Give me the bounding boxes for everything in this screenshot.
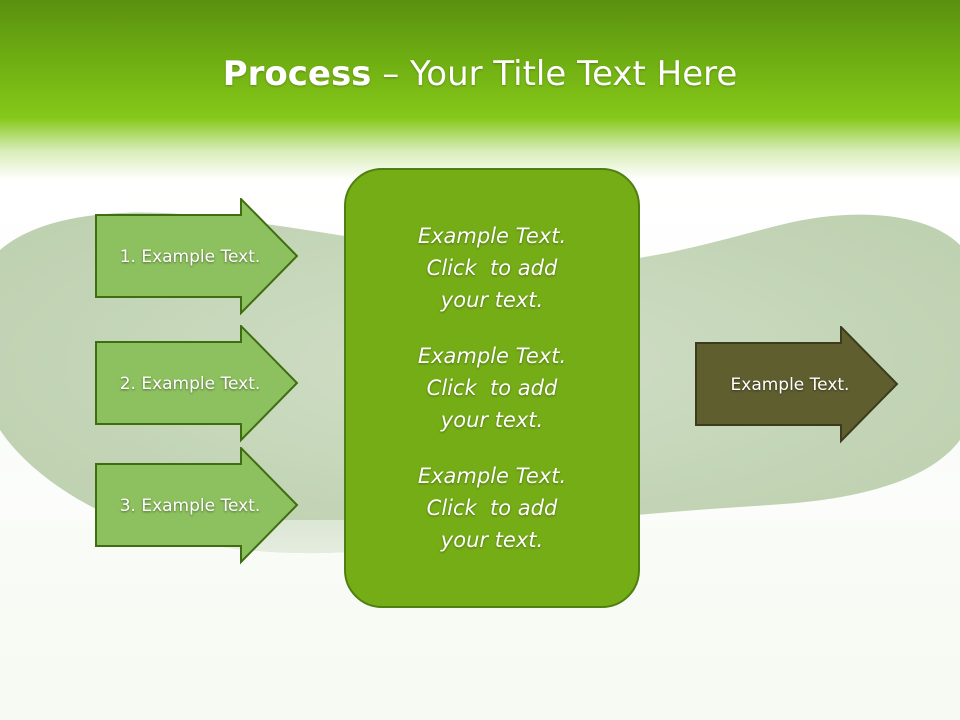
arrow-shape-2 xyxy=(95,325,299,443)
center-block-3-line-3: your text. xyxy=(440,528,544,552)
center-block-2: Example Text. Click to add your text. xyxy=(362,340,622,436)
output-arrow-shape xyxy=(695,326,899,444)
center-block-3: Example Text. Click to add your text. xyxy=(362,460,622,556)
slide-title: Process – Your Title Text Here xyxy=(0,52,960,96)
title-bold: Process xyxy=(222,54,372,94)
center-block-3-line-2: Click to add xyxy=(426,496,558,520)
center-block-1-line-2: Click to add xyxy=(426,256,558,280)
center-block-1-line-1: Example Text. xyxy=(417,224,567,248)
center-block-2-line-1: Example Text. xyxy=(417,344,567,368)
center-block-2-line-3: your text. xyxy=(440,408,544,432)
step-arrow-3[interactable]: 3. Example Text. xyxy=(95,447,299,565)
center-block-1: Example Text. Click to add your text. xyxy=(362,220,622,316)
step-label-3: 3. Example Text. xyxy=(119,496,261,516)
step-label-2: 2. Example Text. xyxy=(119,374,261,394)
center-block-3-line-1: Example Text. xyxy=(417,464,567,488)
output-label: Example Text. xyxy=(730,375,850,395)
step-label-1: 1. Example Text. xyxy=(119,247,261,267)
arrow-shape-3 xyxy=(95,447,299,565)
output-arrow[interactable]: Example Text. xyxy=(695,326,899,444)
step-arrow-2[interactable]: 2. Example Text. xyxy=(95,325,299,443)
center-block-1-line-3: your text. xyxy=(440,288,544,312)
center-block-2-line-2: Click to add xyxy=(426,376,558,400)
center-text-box[interactable]: Example Text. Click to add your text. Ex… xyxy=(344,168,640,608)
step-arrow-1[interactable]: 1. Example Text. xyxy=(95,198,299,316)
title-rest: – Your Title Text Here xyxy=(371,54,738,94)
arrow-shape-1 xyxy=(95,198,299,316)
